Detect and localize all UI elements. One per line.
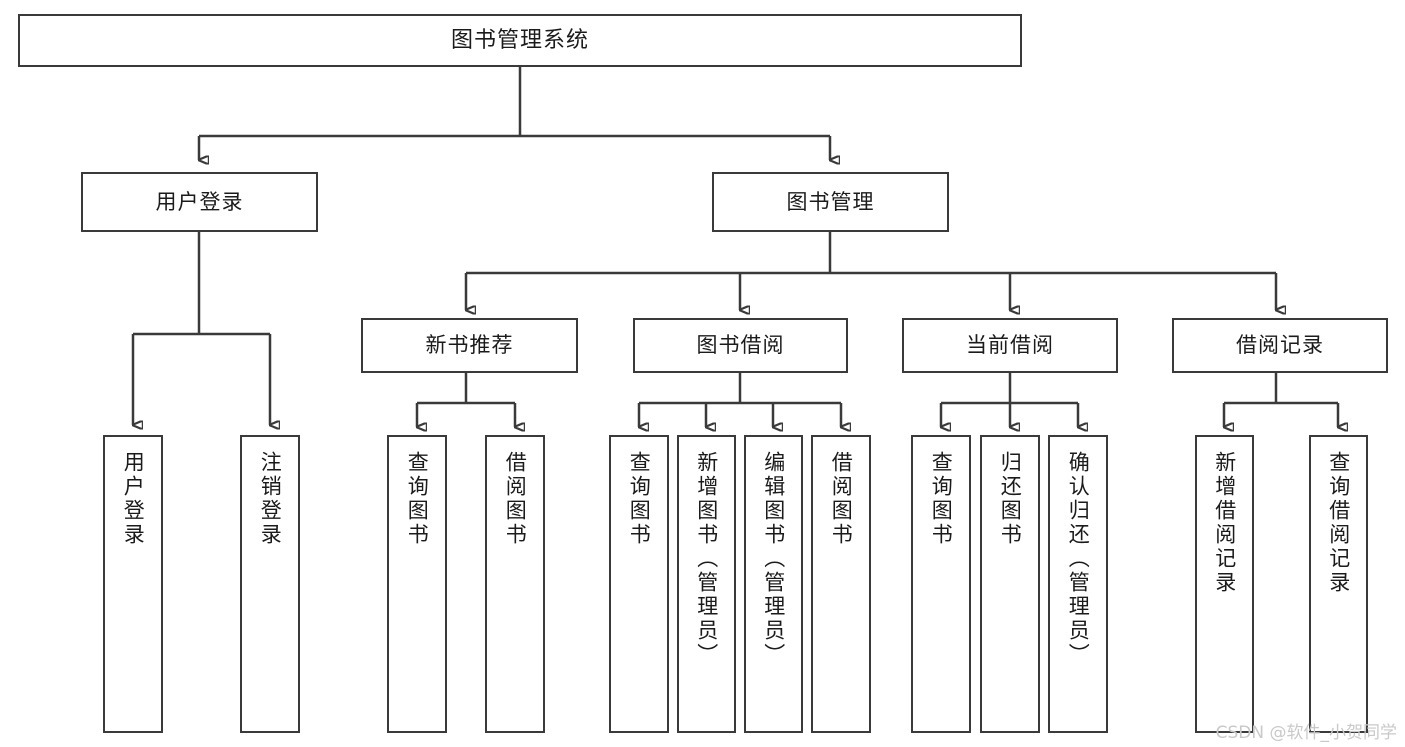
leaf-borrow-book-1[interactable]: 借阅图书 <box>485 435 545 733</box>
leaf-confirm-return[interactable]: 确认归还（管理员） <box>1048 435 1108 733</box>
node-root-label: 图书管理系统 <box>450 27 589 53</box>
leaf-return-book[interactable]: 归还图书 <box>980 435 1040 733</box>
node-new-book-recommend-label: 新书推荐 <box>425 333 514 358</box>
leaf-borrow-book-2[interactable]: 借阅图书 <box>811 435 871 733</box>
node-new-book-recommend[interactable]: 新书推荐 <box>361 318 578 373</box>
leaf-return-book-label: 归还图书 <box>998 451 1023 547</box>
leaf-logout-login-label: 注销登录 <box>258 451 283 547</box>
leaf-query-book-1-label: 查询图书 <box>405 451 430 547</box>
leaf-borrow-book-2-label: 借阅图书 <box>829 451 854 547</box>
leaf-query-book-2-label: 查询图书 <box>627 451 652 547</box>
leaf-query-record-label: 查询借阅记录 <box>1326 451 1351 595</box>
leaf-edit-book[interactable]: 编辑图书（管理员） <box>744 435 803 733</box>
leaf-user-login[interactable]: 用户登录 <box>103 435 163 733</box>
leaf-user-login-label: 用户登录 <box>121 451 146 547</box>
leaf-query-book-1[interactable]: 查询图书 <box>387 435 447 733</box>
leaf-query-book-2[interactable]: 查询图书 <box>609 435 669 733</box>
leaf-query-record[interactable]: 查询借阅记录 <box>1309 435 1368 733</box>
node-book-borrow-label: 图书借阅 <box>696 333 785 358</box>
csdn-watermark: CSDN @软件_小贺同学 <box>1215 723 1397 743</box>
leaf-add-book-label: 新增图书（管理员） <box>694 451 719 667</box>
leaf-query-book-3[interactable]: 查询图书 <box>911 435 971 733</box>
node-root[interactable]: 图书管理系统 <box>18 14 1022 67</box>
node-book-manage-label: 图书管理 <box>786 189 875 214</box>
leaf-confirm-return-label: 确认归还（管理员） <box>1066 451 1091 667</box>
node-current-borrow-label: 当前借阅 <box>966 333 1054 358</box>
node-borrow-record-label: 借阅记录 <box>1236 333 1324 358</box>
node-current-borrow[interactable]: 当前借阅 <box>902 318 1118 373</box>
leaf-edit-book-label: 编辑图书（管理员） <box>761 451 786 667</box>
leaf-add-book[interactable]: 新增图书（管理员） <box>677 435 736 733</box>
leaf-borrow-book-1-label: 借阅图书 <box>503 451 528 547</box>
node-book-manage[interactable]: 图书管理 <box>712 172 949 232</box>
leaf-add-record[interactable]: 新增借阅记录 <box>1195 435 1254 733</box>
node-borrow-record[interactable]: 借阅记录 <box>1172 318 1388 373</box>
node-book-borrow[interactable]: 图书借阅 <box>633 318 848 373</box>
leaf-query-book-3-label: 查询图书 <box>929 451 954 547</box>
node-user-login-label: 用户登录 <box>155 189 244 214</box>
leaf-logout-login[interactable]: 注销登录 <box>240 435 300 733</box>
leaf-add-record-label: 新增借阅记录 <box>1212 451 1237 595</box>
node-user-login[interactable]: 用户登录 <box>81 172 318 232</box>
